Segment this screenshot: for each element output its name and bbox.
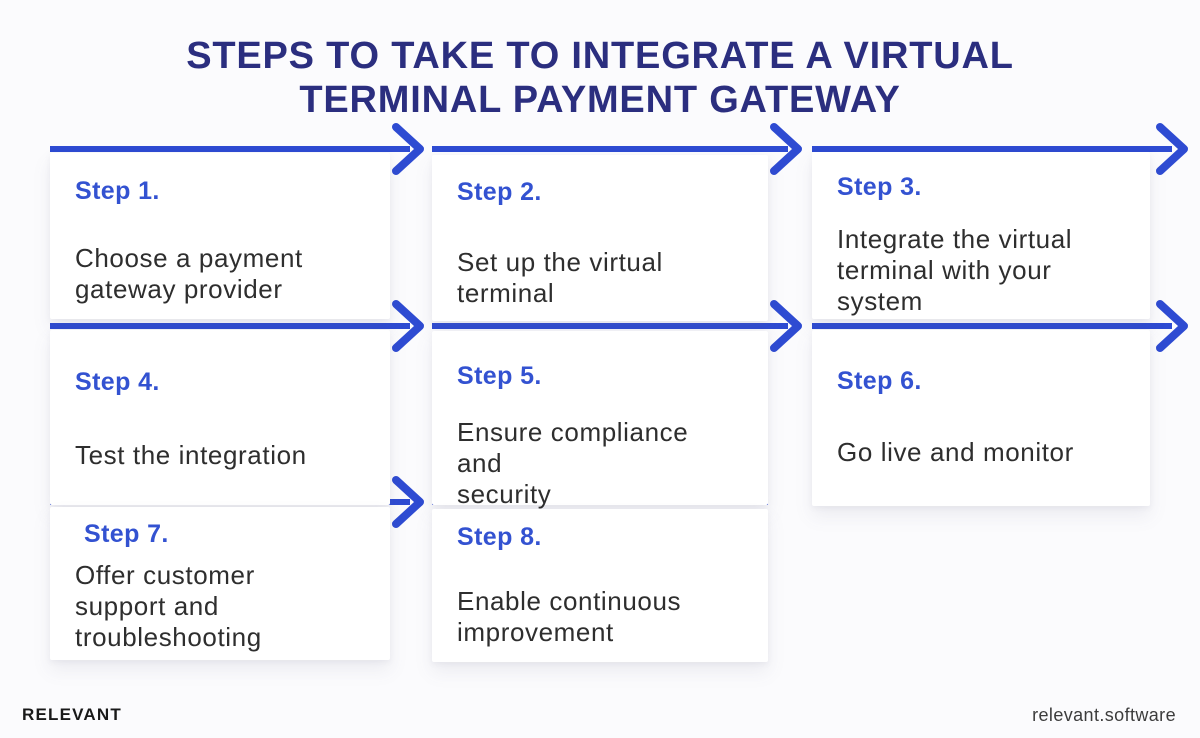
website-url: relevant.software: [1032, 705, 1176, 725]
step-card: Step 3. Integrate the virtual terminal w…: [812, 152, 1150, 319]
step-description: Choose a payment gateway provider: [75, 243, 303, 304]
step-label: Step 1.: [75, 177, 160, 205]
step-description: Enable continuous improvement: [457, 586, 682, 647]
step-label: Step 3.: [837, 173, 922, 201]
step-card: Step 8. Enable continuous improvement: [432, 509, 768, 662]
step-label: Step 2.: [457, 178, 542, 206]
step-description: Integrate the virtual terminal with your…: [837, 224, 1073, 316]
step-label: Step 7.: [84, 520, 169, 548]
step-description: Go live and monitor: [837, 437, 1074, 467]
step-label: Step 6.: [837, 367, 922, 395]
step-card: Step 4. Test the integration: [50, 330, 390, 505]
step-card: Step 5. Ensure compliance and security: [432, 331, 768, 509]
step-card: Step 7. Offer customer support and troub…: [50, 507, 390, 660]
step-label: Step 5.: [457, 362, 542, 390]
step-card: Step 2. Set up the virtual terminal: [432, 155, 768, 321]
step-description: Ensure compliance and security: [457, 417, 689, 509]
step-label: Step 4.: [75, 368, 160, 396]
step-description: Test the integration: [75, 440, 307, 470]
page-title: STEPS TO TAKE TO INTEGRATE A VIRTUAL TER…: [186, 35, 1014, 121]
step-label: Step 8.: [457, 523, 542, 551]
brand-logo: RELEVANT: [22, 705, 122, 724]
step-description: Offer customer support and troubleshooti…: [75, 560, 262, 652]
step-card: Step 6. Go live and monitor: [812, 330, 1150, 506]
step-card: Step 1. Choose a payment gateway provide…: [50, 153, 390, 319]
step-description: Set up the virtual terminal: [457, 247, 663, 308]
